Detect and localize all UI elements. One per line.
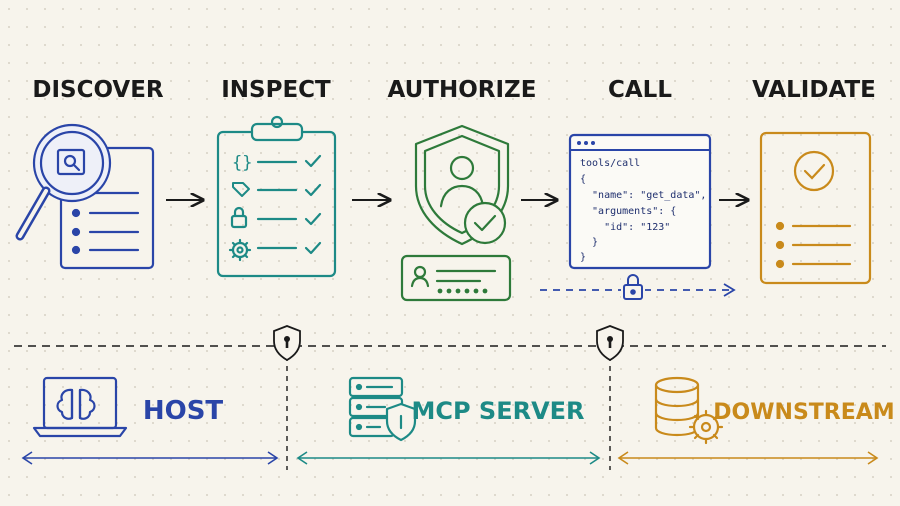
shield-lock-icon bbox=[596, 325, 624, 362]
authorize-shield-icon bbox=[400, 124, 512, 302]
code-line: { bbox=[580, 174, 586, 185]
code-line: "name": "get_data", bbox=[580, 190, 706, 201]
id-card-icon bbox=[400, 254, 512, 302]
discover-icon bbox=[15, 123, 155, 270]
call-code-window: tools/call { "name": "get_data", "argume… bbox=[0, 0, 749, 270]
mcp-server-span-arrow bbox=[296, 451, 601, 465]
code-line: } bbox=[580, 252, 586, 263]
code-line: } bbox=[580, 237, 598, 248]
database-gear-icon bbox=[654, 376, 724, 445]
step-title-validate: VALIDATE bbox=[752, 77, 876, 103]
server-shield-icon bbox=[348, 376, 417, 442]
downstream-span-arrow bbox=[617, 451, 879, 465]
shield-lock-icon bbox=[273, 325, 301, 362]
lock-small-icon bbox=[230, 206, 248, 229]
code-line: tools/call bbox=[580, 158, 640, 169]
secure-channel-arrow bbox=[540, 274, 736, 301]
zone-label-host: HOST bbox=[143, 396, 224, 426]
zone-span-arrows bbox=[21, 451, 879, 465]
zone-label-mcp-server: MCP SERVER bbox=[411, 397, 584, 425]
gear-small-icon bbox=[228, 238, 252, 262]
lock-icon bbox=[623, 274, 643, 300]
inspect-clipboard-icon: {} bbox=[216, 115, 337, 278]
trust-boundary bbox=[14, 325, 886, 470]
validate-document-icon bbox=[759, 131, 872, 285]
braces-icon: {} bbox=[232, 153, 252, 173]
svg-text:tools/call { "na: tools/call { "name": "get_data", "argume… bbox=[0, 0, 749, 263]
code-line: "id": "123" bbox=[580, 222, 670, 233]
step-title-discover: DISCOVER bbox=[32, 77, 164, 103]
zone-label-downstream: DOWNSTREAM bbox=[713, 400, 894, 425]
user-icon bbox=[449, 155, 475, 181]
laptop-brain-icon bbox=[32, 376, 128, 438]
tag-icon bbox=[232, 182, 250, 197]
step-title-call: CALL bbox=[608, 77, 672, 103]
step-title-inspect: INSPECT bbox=[221, 77, 331, 103]
step-title-authorize: AUTHORIZE bbox=[388, 77, 537, 103]
magnifier-icon bbox=[15, 123, 112, 241]
code-line: "arguments": { bbox=[580, 206, 676, 217]
host-span-arrow bbox=[21, 451, 279, 465]
